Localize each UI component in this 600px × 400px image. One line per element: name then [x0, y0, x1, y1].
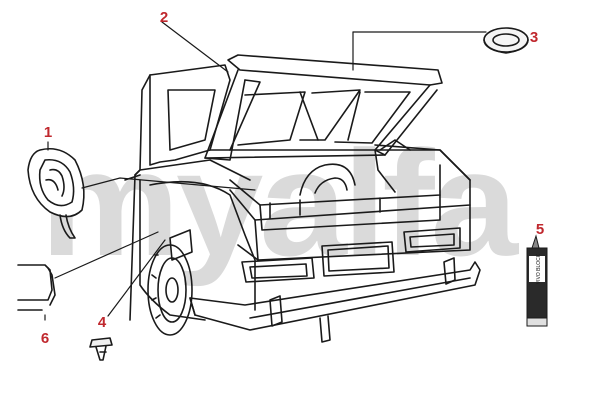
callout-4: 4	[97, 314, 107, 331]
left-tail-light	[241, 257, 315, 283]
right-tail-light	[403, 227, 461, 253]
part-6-seal-profile	[17, 264, 56, 311]
trunk-interior	[209, 139, 471, 231]
callout-5: 5	[535, 221, 545, 238]
part-4-push-clip	[89, 337, 113, 361]
sealant-tube-label: VIVO BLOCK	[536, 253, 542, 284]
callout-2: 2	[159, 9, 169, 26]
callout-1: 1	[43, 124, 53, 141]
rear-bumper	[189, 261, 481, 331]
part-1-lamp-housing	[27, 147, 85, 239]
part-3-grommet	[483, 27, 529, 54]
rear-panel	[189, 144, 481, 343]
leader-lines	[44, 21, 487, 321]
license-plate-recess	[321, 241, 395, 277]
trunk-lid	[204, 54, 443, 161]
part-5-sealant-tube: VIVO BLOCK	[526, 234, 548, 327]
car-body	[124, 64, 256, 336]
callout-6: 6	[40, 330, 50, 347]
callout-3: 3	[529, 29, 539, 46]
